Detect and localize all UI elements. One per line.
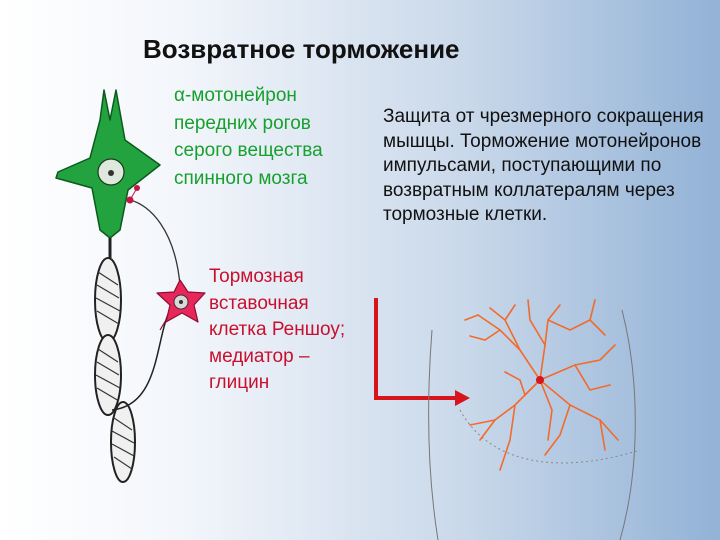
renshaw-axon — [130, 200, 180, 285]
alpha-motoneuron-cell — [56, 90, 160, 238]
motoneuron-label: α-мотонейрон передних рогов серого вещес… — [174, 82, 354, 192]
renshaw-dendritic-tree — [465, 300, 618, 470]
pointer-arrow — [376, 298, 455, 398]
slide-title: Возвратное торможение — [143, 34, 460, 65]
renshaw-cell — [157, 280, 205, 330]
motoneuron-axon — [95, 238, 135, 482]
spinal-cord-outline — [429, 330, 438, 540]
myelin-segment — [95, 335, 121, 415]
renshaw-cell-label: Тормозная вставочная клетка Реншоу; меди… — [209, 264, 359, 397]
arrow-head — [455, 390, 470, 406]
renshaw-soma — [536, 376, 544, 384]
description-text: Защита от чрезмерного сокращения мышцы. … — [383, 105, 720, 228]
